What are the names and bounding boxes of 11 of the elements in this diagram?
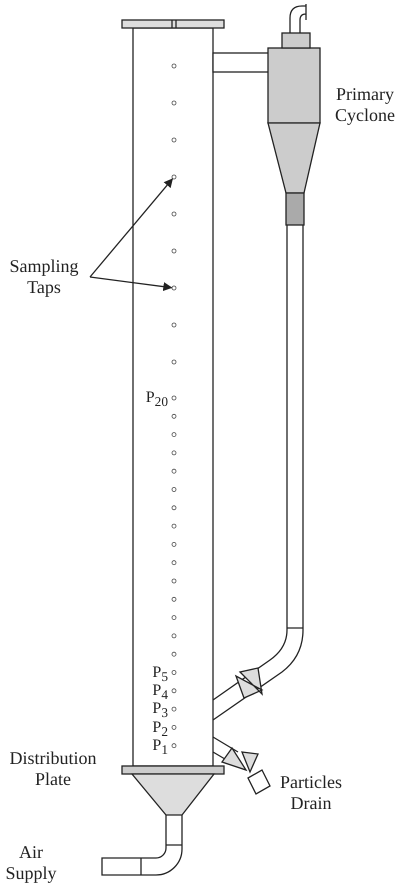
leader-line <box>90 276 172 292</box>
tap-label: P$_{20}$ <box>144 388 168 412</box>
tap-label: P$_{5}$ <box>151 662 168 684</box>
callout-label: Sampling Taps <box>0 256 88 298</box>
sampling-tap <box>172 286 176 290</box>
component-label: Distribution Plate <box>8 748 98 790</box>
sampling-tap <box>172 174 176 180</box>
component-label: Particles Drain <box>279 772 343 814</box>
leader-line <box>90 178 173 278</box>
component-label: Primary Cyclone <box>334 84 396 126</box>
component-label: Air Supply <box>4 842 58 884</box>
